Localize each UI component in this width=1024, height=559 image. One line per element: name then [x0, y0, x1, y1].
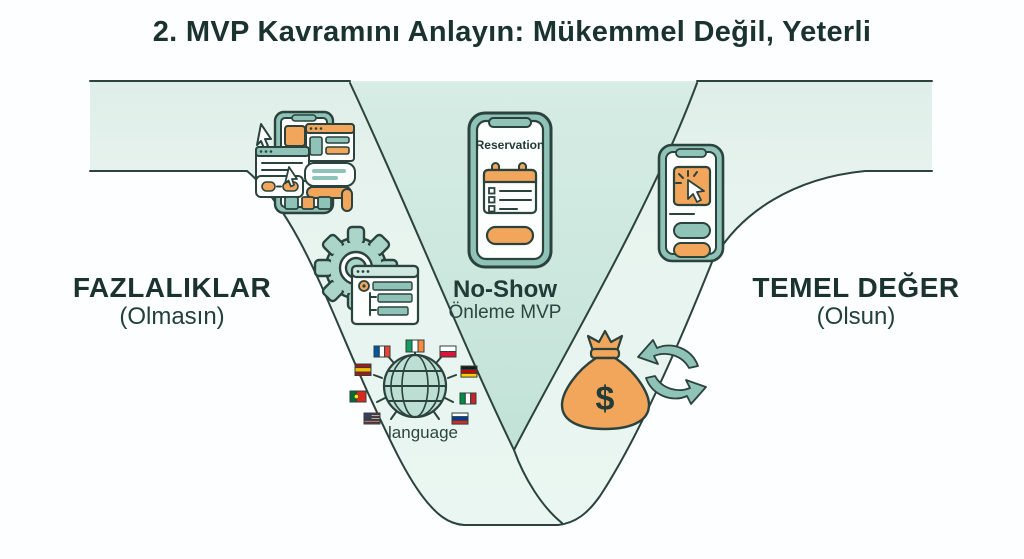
flag-italy-icon: [459, 392, 477, 405]
flag-france-icon: [373, 345, 391, 358]
flag-portugal-icon: [349, 390, 367, 403]
one-tap-phone-icon: [657, 143, 725, 263]
globe-flags-icon: [349, 339, 478, 425]
flag-ireland-icon: [405, 339, 425, 353]
exchange-arrows-icon: [637, 339, 707, 405]
flag-russia-icon: [451, 412, 469, 425]
cursor-icon: [284, 166, 298, 188]
gear-checklist-icon: [313, 225, 420, 326]
flag-spain-icon: [354, 363, 372, 376]
flag-poland-icon: [439, 345, 457, 358]
calendar-icon: [482, 162, 538, 215]
center-label-line2: Önleme MVP: [448, 302, 562, 323]
cluttered-app-screens-icon: [255, 110, 356, 215]
globe-icon: [373, 346, 457, 420]
center-label-line1: No-Show: [453, 276, 557, 303]
left-heading: FAZLALIKLAR: [72, 272, 272, 303]
right-heading: TEMEL DEĞER: [752, 272, 960, 303]
click-cursor-icon: [675, 170, 705, 203]
flag-usa-icon: [363, 412, 381, 425]
left-subheading: (Olmasın): [119, 303, 225, 330]
page-title: 2. MVP Kavramını Anlayın: Mükemmel Değil…: [152, 16, 872, 48]
flag-germany-icon: [460, 365, 478, 378]
phone-cta-button: [485, 225, 535, 246]
right-subheading: (Olsun): [816, 303, 896, 330]
dollar-glyph: $: [596, 380, 615, 418]
language-label: language: [388, 423, 458, 442]
money-bag-icon: $: [560, 329, 651, 431]
reservation-phone-icon: Reservation: [467, 111, 553, 269]
phone-app-title: Reservation: [476, 138, 545, 152]
